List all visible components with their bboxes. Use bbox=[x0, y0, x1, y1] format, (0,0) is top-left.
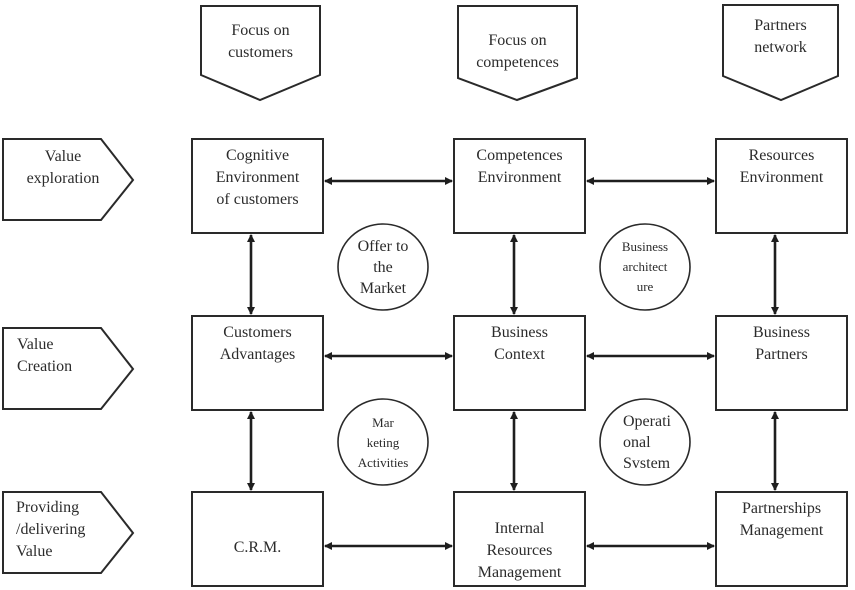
box-resources-environment bbox=[715, 138, 848, 234]
box-line: Management bbox=[477, 564, 562, 581]
box-line: of customers bbox=[216, 191, 299, 208]
oval-business-architecture bbox=[599, 223, 691, 311]
column-header-line: network bbox=[754, 39, 807, 56]
oval-line: architect bbox=[622, 259, 668, 274]
oval-operational-system bbox=[599, 398, 691, 486]
oval-label-offer-to-market: Offer to the Market bbox=[338, 236, 428, 299]
box-customers-advantages bbox=[191, 315, 324, 411]
box-competences-environment bbox=[453, 138, 586, 234]
oval-line: the bbox=[373, 259, 393, 276]
oval-marketing-activities bbox=[337, 398, 429, 486]
column-header-shape-customers bbox=[200, 5, 321, 102]
box-label-competences-environment: Competences Environment bbox=[454, 145, 585, 189]
oval-line: onal bbox=[623, 434, 651, 451]
oval-line: Svstem bbox=[623, 455, 671, 472]
row-header-shape-exploration bbox=[2, 138, 135, 221]
box-business-partners bbox=[715, 315, 848, 411]
column-header-partners: Partners network bbox=[723, 15, 838, 59]
oval-line: keting bbox=[366, 435, 400, 450]
row-header-line: Providing bbox=[16, 499, 80, 516]
box-line: Environment bbox=[739, 169, 824, 186]
row-header-line: Value bbox=[44, 148, 82, 165]
column-header-line: Focus on bbox=[488, 32, 547, 49]
column-header-line: competences bbox=[476, 54, 559, 71]
box-internal-resources-management bbox=[453, 491, 586, 587]
box-line: Partners bbox=[755, 346, 808, 363]
oval-line: Offer to bbox=[357, 238, 409, 255]
column-header-line: Focus on bbox=[231, 22, 290, 39]
column-header-shape-partners bbox=[722, 4, 839, 102]
column-header-shape-competences bbox=[457, 5, 578, 102]
row-header-line: Value bbox=[16, 543, 53, 560]
box-line: Environment bbox=[477, 169, 562, 186]
row-header-delivering: Providing /delivering Value bbox=[16, 497, 116, 563]
oval-label-operational-system: Operati onal Svstem bbox=[623, 411, 693, 474]
row-header-line: Value bbox=[17, 336, 54, 353]
box-line: Business bbox=[753, 324, 810, 341]
box-label-resources-environment: Resources Environment bbox=[716, 145, 847, 189]
box-business-context bbox=[453, 315, 586, 411]
box-line: Resources bbox=[486, 542, 553, 559]
oval-line: Activities bbox=[357, 455, 409, 470]
row-header-shape-delivering bbox=[2, 491, 135, 574]
box-label-business-partners: Business Partners bbox=[716, 322, 847, 366]
column-header-line: Partners bbox=[754, 17, 807, 34]
box-line: Advantages bbox=[219, 346, 296, 363]
box-line: Internal bbox=[494, 520, 545, 537]
column-header-competences: Focus on competences bbox=[458, 30, 577, 74]
box-line: Business bbox=[491, 324, 548, 341]
box-cognitive-environment bbox=[191, 138, 324, 234]
box-line: Context bbox=[494, 346, 545, 363]
row-header-line: /delivering bbox=[16, 521, 86, 538]
box-line: Resources bbox=[748, 147, 815, 164]
column-header-line: customers bbox=[228, 44, 293, 61]
row-header-line: Creation bbox=[17, 358, 73, 375]
box-label-partnerships-management: Partnerships Management bbox=[716, 498, 847, 542]
box-line: Customers bbox=[223, 324, 292, 341]
oval-line: Operati bbox=[623, 413, 671, 430]
box-line: Cognitive bbox=[225, 147, 290, 164]
box-label-business-context: Business Context bbox=[454, 322, 585, 366]
box-line: Environment bbox=[215, 169, 300, 186]
oval-line: Business bbox=[621, 239, 669, 254]
row-header-line: exploration bbox=[26, 170, 100, 187]
box-label-crm: C.R.M. bbox=[192, 537, 323, 559]
box-line: Partnerships bbox=[741, 500, 822, 517]
box-label-cognitive-environment: Cognitive Environment of customers bbox=[192, 145, 323, 211]
box-partnerships-management bbox=[715, 491, 848, 587]
box-line: C.R.M. bbox=[233, 539, 282, 556]
box-label-customers-advantages: Customers Advantages bbox=[192, 322, 323, 366]
column-header-customers: Focus on customers bbox=[201, 20, 320, 64]
box-label-internal-resources-management: Internal Resources Management bbox=[454, 518, 585, 584]
row-header-creation: Value Creation bbox=[17, 334, 117, 378]
box-crm bbox=[191, 491, 324, 587]
oval-line: Market bbox=[359, 280, 407, 297]
row-header-shape-creation bbox=[2, 327, 135, 410]
oval-label-business-architecture: Business architect ure bbox=[600, 237, 690, 297]
oval-label-marketing-activities: Mar keting Activities bbox=[338, 413, 428, 473]
oval-line: ure bbox=[636, 279, 654, 294]
oval-offer-to-market bbox=[337, 223, 429, 311]
oval-line: Mar bbox=[372, 415, 394, 430]
row-header-exploration: Value exploration bbox=[10, 146, 116, 190]
box-line: Management bbox=[739, 522, 824, 539]
box-line: Competences bbox=[476, 147, 563, 164]
